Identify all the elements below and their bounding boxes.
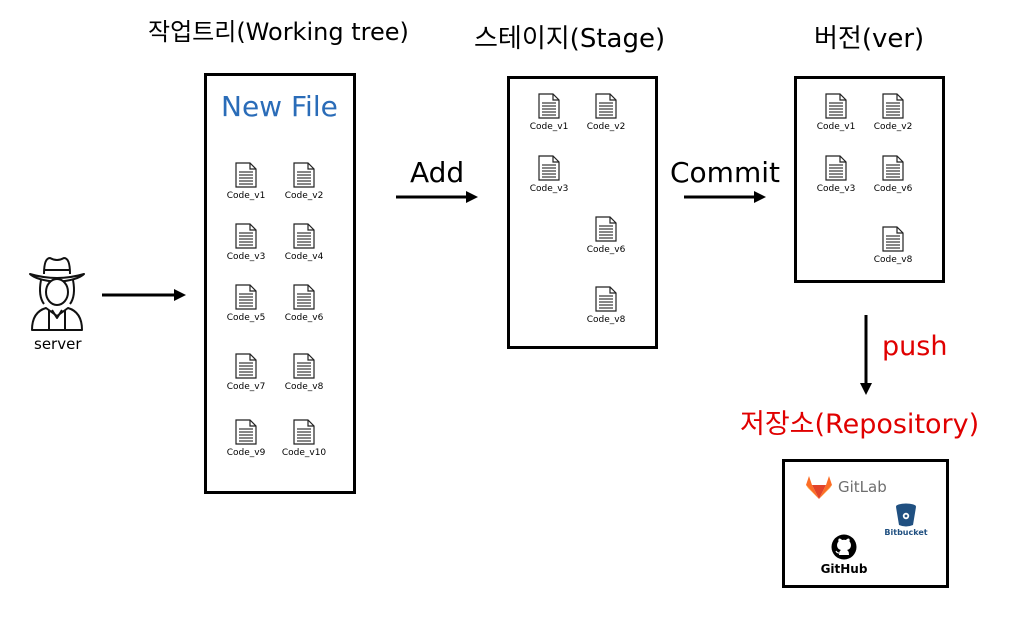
file-code-v3: Code_v3 xyxy=(519,155,579,194)
gitlab-logo: GitLab xyxy=(805,474,887,500)
document-icon xyxy=(293,419,315,445)
document-icon xyxy=(235,284,257,310)
file-name: Code_v7 xyxy=(226,382,266,392)
file-name: Code_v9 xyxy=(226,448,266,458)
version-box: Code_v1 Code_v2 Code_v3 Code_v6 Code_v8 xyxy=(794,76,945,283)
document-icon xyxy=(882,155,904,181)
document-icon xyxy=(595,286,617,312)
file-code-v8: Code_v8 xyxy=(863,226,923,265)
file-name: Code_v8 xyxy=(284,382,324,392)
document-icon xyxy=(595,216,617,242)
document-icon xyxy=(293,284,315,310)
file-name: Code_v3 xyxy=(529,184,569,194)
file-name: Code_v8 xyxy=(586,315,626,325)
file-name: Code_v10 xyxy=(281,448,327,458)
file-code-v2: Code_v2 xyxy=(274,162,334,201)
file-code-v1: Code_v1 xyxy=(806,93,866,132)
file-name: Code_v4 xyxy=(284,252,324,262)
commit-label: Commit xyxy=(670,156,780,189)
add-label: Add xyxy=(410,156,465,189)
document-icon xyxy=(293,223,315,249)
working-tree-box: New File Code_v1 Code_v2 Code_v3 Code_v4… xyxy=(204,73,356,494)
file-name: Code_v2 xyxy=(284,191,324,201)
document-icon xyxy=(235,419,257,445)
file-name: Code_v2 xyxy=(873,122,913,132)
file-code-v5: Code_v5 xyxy=(216,284,276,323)
file-code-v7: Code_v7 xyxy=(216,353,276,392)
file-name: Code_v8 xyxy=(873,255,913,265)
document-icon xyxy=(825,93,847,119)
document-icon xyxy=(882,226,904,252)
document-icon xyxy=(882,93,904,119)
file-code-v8: Code_v8 xyxy=(576,286,636,325)
file-name: Code_v6 xyxy=(586,245,626,255)
document-icon xyxy=(825,155,847,181)
file-code-v8: Code_v8 xyxy=(274,353,334,392)
file-code-v6: Code_v6 xyxy=(863,155,923,194)
file-code-v2: Code_v2 xyxy=(863,93,923,132)
github-octocat-icon xyxy=(831,534,857,560)
github-name: GitHub xyxy=(820,562,868,576)
working-tree-heading: 작업트리(Working tree) xyxy=(148,18,409,46)
file-code-v1: Code_v1 xyxy=(216,162,276,201)
document-icon xyxy=(538,155,560,181)
new-file-title: New File xyxy=(221,90,338,123)
file-name: Code_v6 xyxy=(873,184,913,194)
file-code-v2: Code_v2 xyxy=(576,93,636,132)
document-icon xyxy=(293,353,315,379)
file-name: Code_v1 xyxy=(816,122,856,132)
document-icon xyxy=(235,353,257,379)
file-code-v6: Code_v6 xyxy=(274,284,334,323)
repository-heading: 저장소(Repository) xyxy=(740,409,980,440)
gitlab-fox-icon xyxy=(806,476,832,499)
stage-box: Code_v1 Code_v2 Code_v3 Code_v6 Code_v8 xyxy=(507,76,658,349)
gitlab-name: GitLab xyxy=(838,478,887,496)
file-name: Code_v5 xyxy=(226,313,266,323)
document-icon xyxy=(293,162,315,188)
file-code-v9: Code_v9 xyxy=(216,419,276,458)
file-code-v4: Code_v4 xyxy=(274,223,334,262)
file-name: Code_v1 xyxy=(529,122,569,132)
stage-heading: 스테이지(Stage) xyxy=(474,24,666,54)
bitbucket-logo: Bitbucket xyxy=(884,503,928,537)
file-code-v10: Code_v10 xyxy=(274,419,334,458)
document-icon xyxy=(235,162,257,188)
file-code-v3: Code_v3 xyxy=(806,155,866,194)
push-arrow xyxy=(860,315,872,395)
add-arrow xyxy=(396,191,478,203)
server xyxy=(24,252,94,337)
server-to-working-tree-arrow xyxy=(102,289,186,301)
file-name: Code_v2 xyxy=(586,122,626,132)
file-code-v3: Code_v3 xyxy=(216,223,276,262)
file-code-v1: Code_v1 xyxy=(519,93,579,132)
server-label: server xyxy=(34,335,82,353)
file-name: Code_v3 xyxy=(816,184,856,194)
document-icon xyxy=(595,93,617,119)
version-heading: 버전(ver) xyxy=(814,24,925,54)
repository-box: GitLab Bitbucket GitHub xyxy=(782,459,949,588)
document-icon xyxy=(538,93,560,119)
push-label: push xyxy=(882,331,948,362)
commit-arrow xyxy=(684,191,766,203)
bitbucket-name: Bitbucket xyxy=(884,528,928,537)
file-name: Code_v1 xyxy=(226,191,266,201)
file-name: Code_v6 xyxy=(284,313,324,323)
bitbucket-bucket-icon xyxy=(896,503,916,527)
file-code-v6: Code_v6 xyxy=(576,216,636,255)
document-icon xyxy=(235,223,257,249)
github-logo: GitHub xyxy=(819,534,869,576)
file-name: Code_v3 xyxy=(226,252,266,262)
cowboy-person-icon xyxy=(29,257,85,331)
